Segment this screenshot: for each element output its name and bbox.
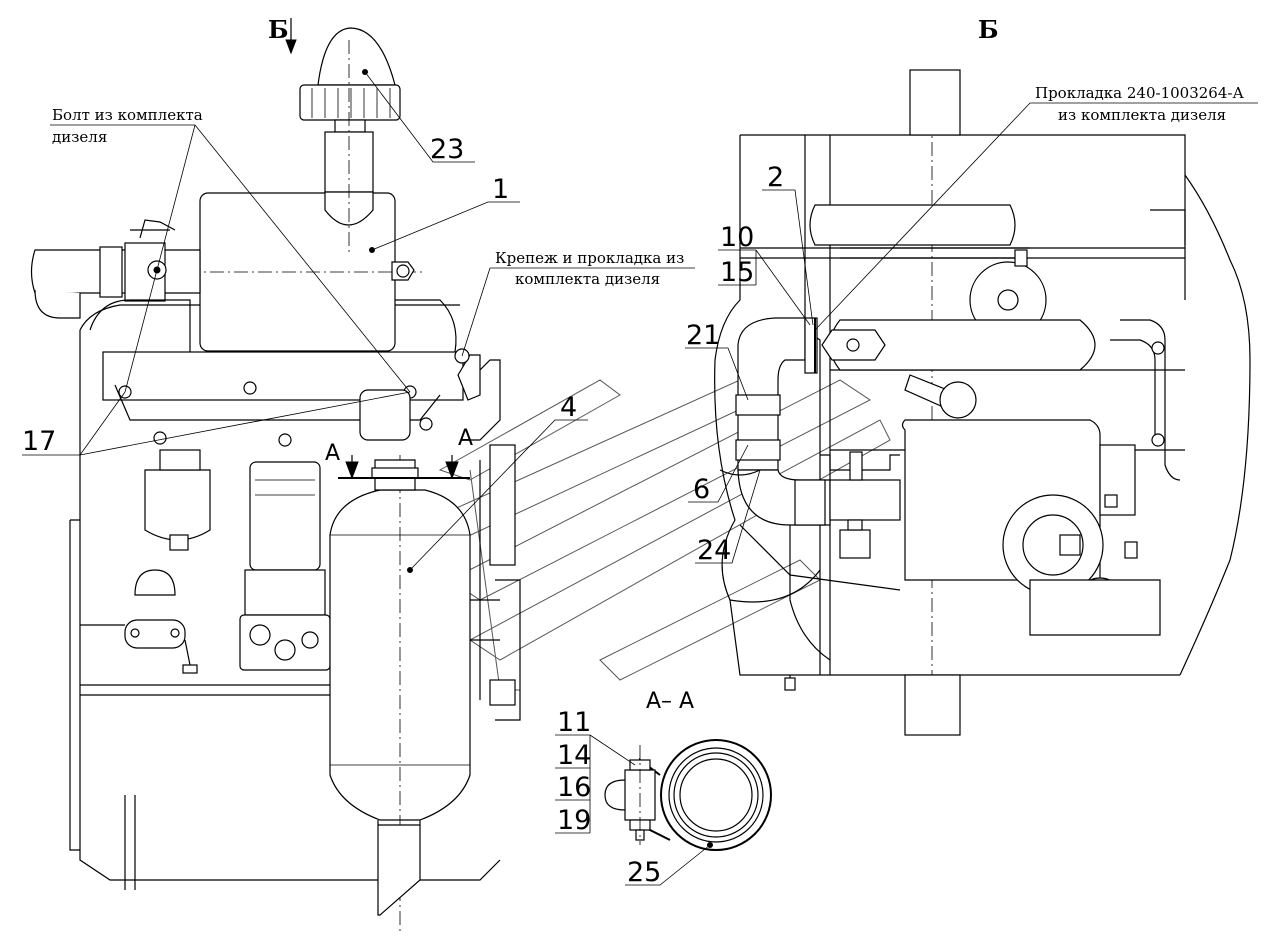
callout-10: 10 xyxy=(720,222,754,253)
drawing-text: Б Б А А А– А Болт из комплекта дизеля Кр… xyxy=(22,15,1244,888)
gasket-note-line2: из комплекта дизеля xyxy=(1058,106,1226,124)
bolt-note-line2: дизеля xyxy=(52,128,107,146)
fastener-note-line1: Крепеж и прокладка из xyxy=(495,249,684,267)
callout-2: 2 xyxy=(767,162,784,193)
callout-24: 24 xyxy=(697,535,731,566)
callout-21: 21 xyxy=(686,320,720,351)
section-title: А– А xyxy=(646,689,694,714)
callout-19: 19 xyxy=(557,805,591,836)
section-arrow-right-label: А xyxy=(458,426,473,451)
callout-17: 17 xyxy=(22,426,56,457)
callout-23: 23 xyxy=(430,134,464,165)
left-view xyxy=(30,18,521,935)
callout-11: 11 xyxy=(557,707,591,738)
bolt-note-line1: Болт из комплекта xyxy=(52,106,203,124)
view-title-label: Б xyxy=(978,15,999,44)
fastener-note-line2: комплекта дизеля xyxy=(515,270,660,288)
callout-25: 25 xyxy=(627,857,661,888)
leader-lines xyxy=(22,69,1258,886)
right-view-b xyxy=(714,69,1251,736)
callout-4: 4 xyxy=(560,392,577,423)
view-arrow-label: Б xyxy=(268,15,289,44)
section-arrow-left-label: А xyxy=(325,441,340,466)
callout-6: 6 xyxy=(693,474,710,505)
callout-14: 14 xyxy=(557,740,591,771)
section-a-a xyxy=(604,739,772,851)
gasket-note-line1: Прокладка 240-1003264-А xyxy=(1035,84,1244,102)
callout-1: 1 xyxy=(492,174,509,205)
callout-16: 16 xyxy=(557,772,591,803)
callout-15: 15 xyxy=(720,257,754,288)
